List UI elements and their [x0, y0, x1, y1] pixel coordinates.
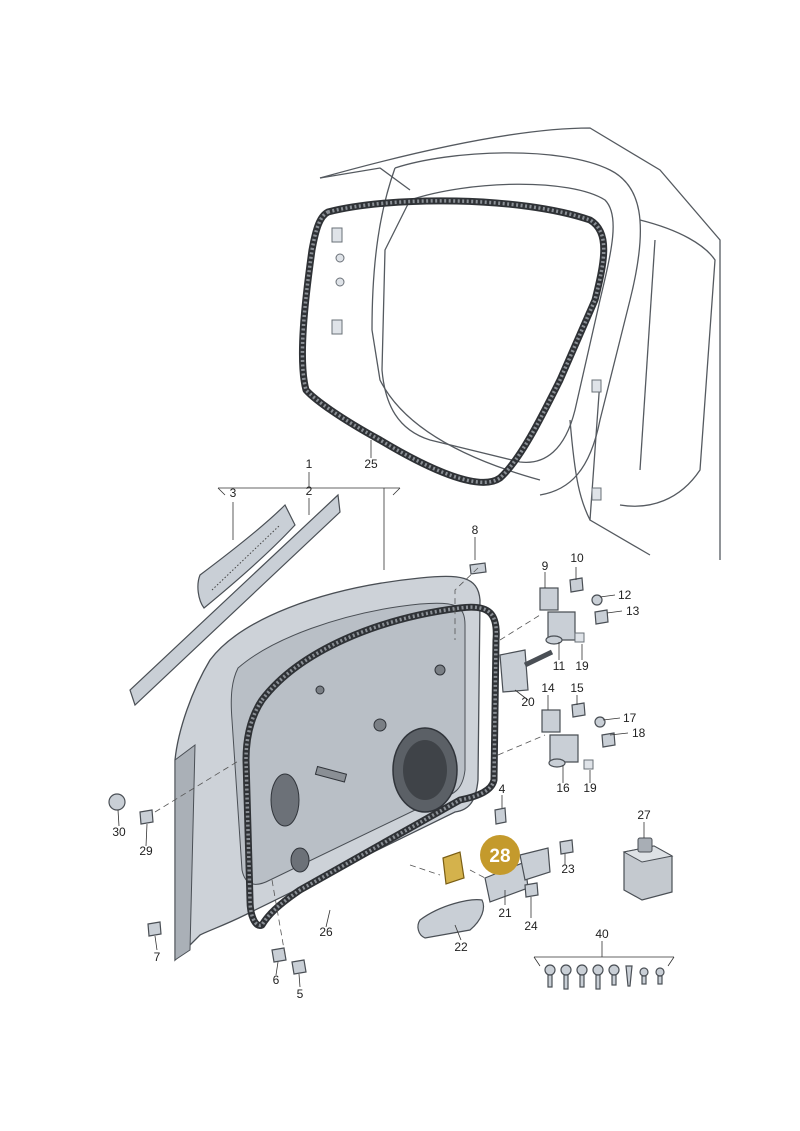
callout-22: 22	[454, 940, 468, 954]
fasteners	[108, 562, 616, 975]
grease-container	[622, 837, 674, 901]
callout-7: 7	[154, 950, 161, 964]
screw-assortment	[533, 956, 675, 990]
callout-30: 30	[112, 825, 126, 839]
callout-23: 23	[561, 862, 575, 876]
callout-15: 15	[570, 681, 584, 695]
striker-plate	[484, 847, 551, 903]
callout-24: 24	[524, 919, 538, 933]
callout-8: 8	[472, 523, 479, 537]
callout-40: 40	[595, 927, 609, 941]
highlight-label: 28	[489, 846, 510, 867]
check-strap	[499, 649, 554, 693]
callout-27: 27	[637, 808, 651, 822]
callout-11: 11	[553, 659, 566, 673]
door-seal	[242, 603, 500, 929]
highlight-badge-28: 28	[480, 835, 520, 875]
callout-25: 25	[364, 457, 378, 471]
callout-12: 12	[618, 588, 632, 602]
highlighted-part-28	[442, 851, 465, 885]
callout-6: 6	[273, 973, 280, 987]
door-handle	[417, 899, 485, 939]
callout-19-lower: 19	[583, 781, 597, 795]
lower-hinge	[541, 709, 594, 770]
callout-2: 2	[306, 484, 313, 498]
callout-17: 17	[623, 711, 637, 725]
callout-21: 21	[498, 906, 512, 920]
callout-1: 1	[306, 457, 313, 471]
callout-19-upper: 19	[575, 659, 589, 673]
callout-10: 10	[570, 551, 584, 565]
callout-29: 29	[139, 844, 153, 858]
upper-hinge	[539, 587, 585, 645]
callout-4: 4	[499, 782, 506, 796]
vehicle-body-outline	[319, 127, 721, 560]
callout-16: 16	[556, 781, 570, 795]
window-trim-strips	[129, 493, 341, 707]
callout-20: 20	[521, 695, 535, 709]
callout-3: 3	[230, 486, 237, 500]
body-door-seal	[298, 197, 608, 486]
callout-26: 26	[319, 925, 333, 939]
callout-5: 5	[297, 987, 304, 1001]
callout-labels: 1 2 3 4 5 6 7 8 9 10 11 12 13 14 15 16 1…	[112, 457, 651, 1001]
callout-14: 14	[541, 681, 555, 695]
callout-13: 13	[626, 604, 640, 618]
callout-18: 18	[632, 726, 646, 740]
door-shell	[174, 575, 481, 962]
callout-9: 9	[542, 559, 549, 573]
leader-lines	[117, 440, 645, 988]
